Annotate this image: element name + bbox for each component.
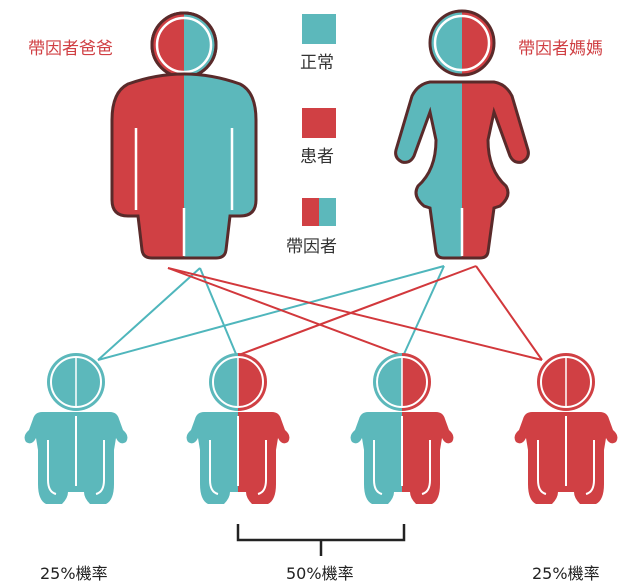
children-row	[24, 353, 618, 504]
child-3-head	[373, 353, 431, 411]
child-3-carrier	[350, 353, 454, 504]
probability-middle: 50%機率	[286, 564, 354, 583]
probability-bracket	[236, 524, 406, 556]
mother-label: 帶因者媽媽	[518, 39, 603, 59]
father-label: 帶因者爸爸	[28, 39, 113, 59]
father-figure	[110, 11, 258, 260]
child-2-head	[209, 353, 267, 411]
probability-right: 25%機率	[532, 564, 600, 583]
father-body	[112, 74, 256, 258]
legend-normal-swatch	[302, 14, 336, 44]
legend-carrier-swatch	[302, 198, 336, 226]
legend-normal-label: 正常	[300, 53, 334, 73]
child-1-normal	[24, 353, 128, 504]
legend-affected-label: 患者	[300, 147, 334, 167]
child-2-carrier	[186, 353, 290, 504]
mother-figure	[394, 9, 530, 260]
probability-left: 25%機率	[40, 564, 108, 583]
child-4-affected	[514, 353, 618, 504]
inheritance-lines	[97, 265, 543, 361]
legend-affected-swatch	[302, 108, 336, 138]
legend-carrier-label: 帶因者	[286, 237, 337, 257]
child-1-head	[47, 353, 105, 411]
child-4-head	[537, 353, 595, 411]
